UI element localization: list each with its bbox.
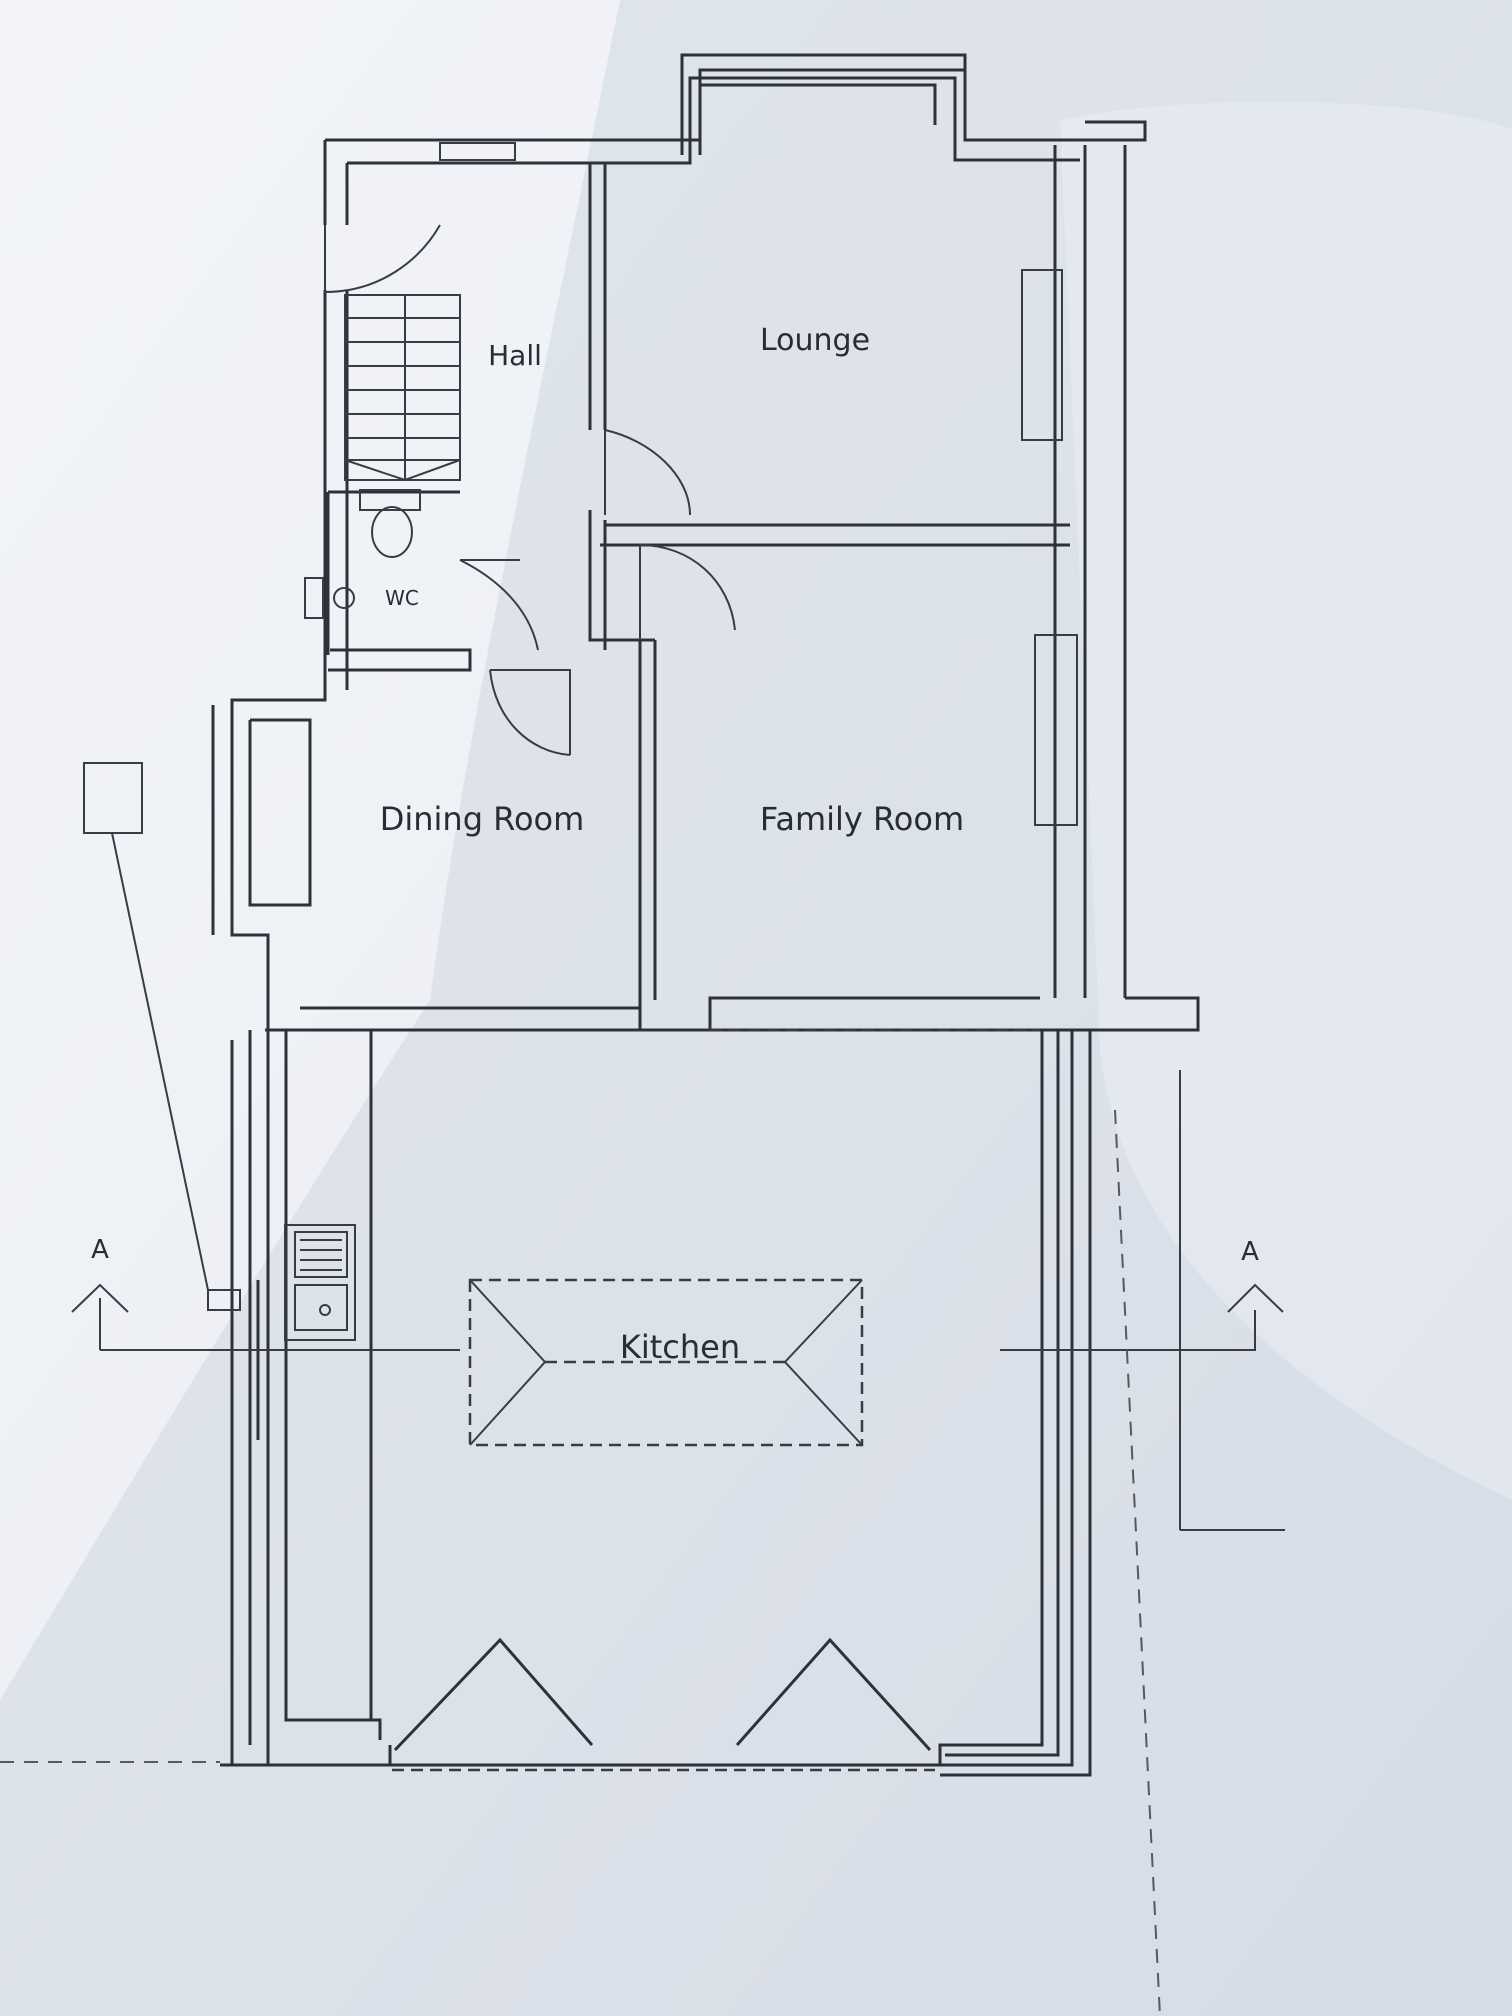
section-line-a bbox=[71, 1070, 1285, 1531]
door-swings bbox=[324, 224, 736, 756]
room-label-lounge: Lounge bbox=[760, 323, 870, 358]
bifold-doors bbox=[393, 1637, 932, 1752]
section-marker-left: A bbox=[91, 1235, 109, 1265]
kitchen-sink bbox=[284, 1224, 356, 1341]
paper-shadow-light bbox=[1060, 101, 1512, 1501]
roof-lantern bbox=[468, 1278, 864, 1447]
lounge-chimney-breast bbox=[1021, 269, 1063, 441]
kitchen-extension-walls bbox=[220, 1028, 1092, 1777]
wc-fixtures bbox=[304, 489, 421, 619]
boundary-line-right bbox=[1114, 1109, 1161, 2016]
room-label-wc: WC bbox=[385, 586, 419, 610]
external-drain bbox=[83, 762, 260, 1440]
section-marker-right: A bbox=[1241, 1237, 1259, 1267]
family-chimney-breast bbox=[1034, 634, 1078, 826]
staircase bbox=[344, 294, 461, 482]
room-label-dining-room: Dining Room bbox=[380, 800, 585, 838]
room-label-hall: Hall bbox=[488, 339, 542, 372]
internal-walls bbox=[326, 163, 1078, 1030]
room-label-family-room: Family Room bbox=[760, 800, 964, 838]
room-label-kitchen: Kitchen bbox=[620, 1328, 740, 1366]
